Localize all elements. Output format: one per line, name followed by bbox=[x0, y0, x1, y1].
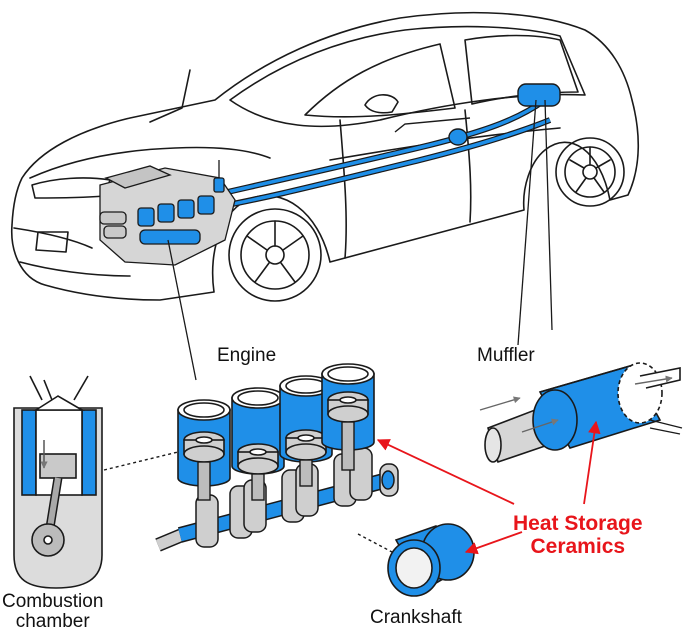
combustion-label-line2: chamber bbox=[15, 610, 90, 632]
combustion-chamber-label: Combustion chamber bbox=[2, 592, 103, 632]
ceramics-label-line2: Ceramics bbox=[530, 535, 626, 559]
dotted-connector bbox=[103, 451, 179, 471]
engine-cylinders bbox=[177, 363, 375, 501]
car-illustration bbox=[10, 11, 640, 302]
ceramics-label-line1: Heat Storage bbox=[513, 512, 643, 535]
heat-storage-ceramics-label: Heat Storage Ceramics bbox=[513, 512, 643, 558]
muffler-label: Muffler bbox=[477, 345, 535, 366]
leader-lines bbox=[167, 99, 553, 381]
engine-label: Engine bbox=[217, 345, 277, 366]
arrow-to-muffler bbox=[583, 420, 601, 505]
piston-cylinder-icon bbox=[13, 375, 103, 589]
exhaust-pipe bbox=[199, 97, 552, 213]
engine-block-icon bbox=[99, 160, 236, 266]
combustion-label-line1: Combustion bbox=[2, 591, 104, 612]
muffler-icon bbox=[479, 362, 683, 464]
arrow-to-ring bbox=[464, 531, 523, 555]
arrow-to-cylinders bbox=[376, 439, 515, 505]
car-muffler bbox=[448, 83, 561, 146]
crankshaft-label: Crankshaft bbox=[370, 607, 462, 628]
dotted-connector bbox=[357, 533, 393, 553]
red-arrows bbox=[376, 420, 601, 555]
ceramic-ring-icon bbox=[387, 523, 475, 597]
